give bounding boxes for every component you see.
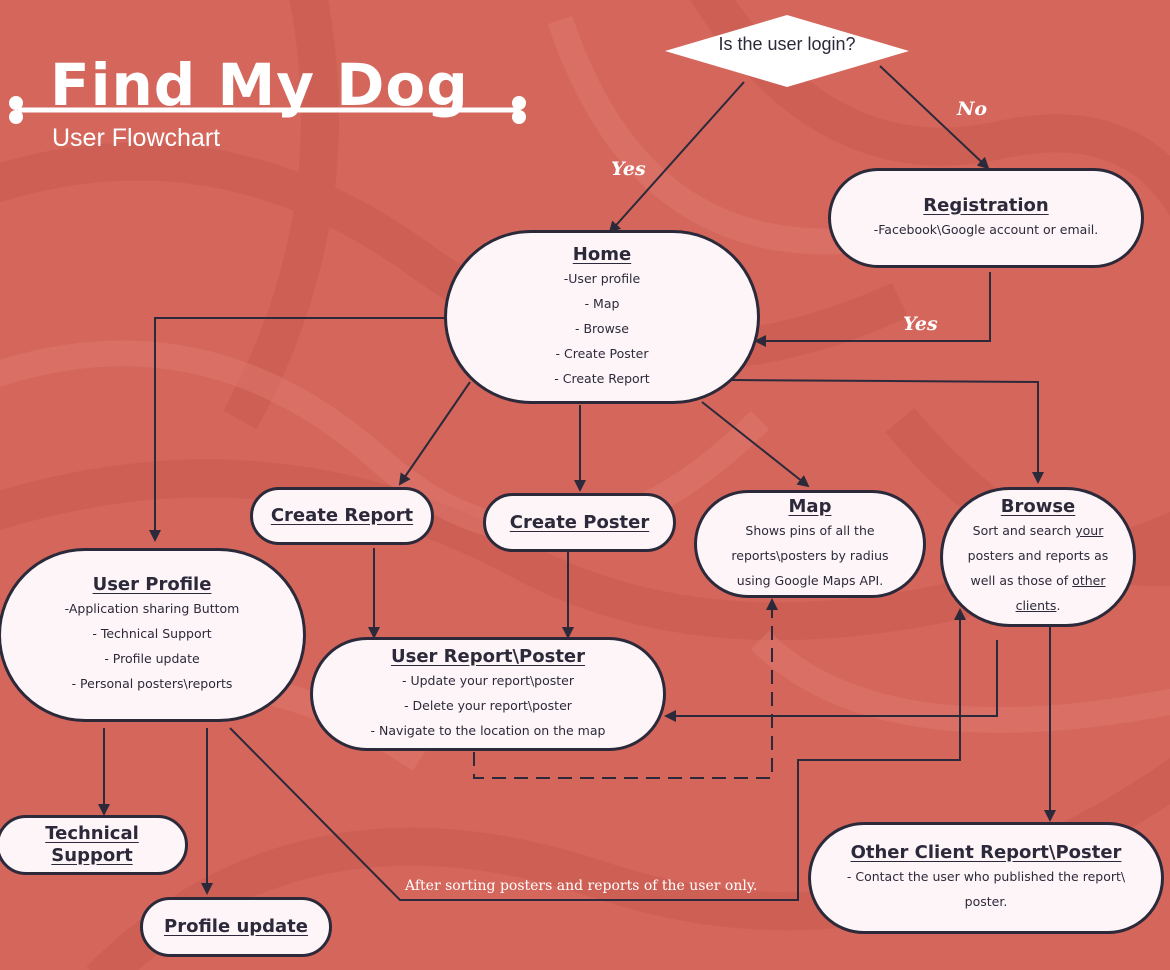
node-other-client-report-poster[interactable]: Other Client Report\Poster - Contact the… bbox=[808, 822, 1164, 934]
browse-title: Browse bbox=[1000, 496, 1076, 517]
other-client-line-1: - Contact the user who published the rep… bbox=[846, 869, 1126, 884]
edge-label-yes-home: Yes bbox=[611, 158, 646, 180]
browse-line-3-text: well as those of bbox=[970, 573, 1073, 588]
other-client-line-2: poster. bbox=[964, 894, 1008, 909]
node-profile-update[interactable]: Profile update bbox=[140, 897, 332, 957]
map-line-2: reports\posters by radius bbox=[731, 547, 889, 563]
create-poster-title: Create Poster bbox=[509, 511, 650, 533]
user-profile-line-4: - Personal posters\reports bbox=[71, 676, 233, 691]
technical-support-title-2: Support bbox=[51, 845, 133, 866]
map-title: Map bbox=[788, 495, 832, 517]
node-home[interactable]: Home -User profile - Map - Browse - Crea… bbox=[444, 230, 760, 404]
edge-label-no-registration: No bbox=[957, 98, 988, 120]
browse-link-other[interactable]: other bbox=[1072, 573, 1106, 588]
note-after-sorting: After sorting posters and reports of the… bbox=[405, 878, 758, 894]
other-client-title: Other Client Report\Poster bbox=[850, 842, 1122, 863]
browse-line-1: Sort and search your bbox=[973, 518, 1104, 543]
browse-line-3: well as those of other bbox=[971, 568, 1106, 593]
node-technical-support[interactable]: Technical Support bbox=[0, 815, 188, 875]
user-report-poster-line-1: - Update your report\poster bbox=[401, 672, 575, 688]
map-line-3: using Google Maps API. bbox=[736, 572, 884, 588]
home-line-map: - Map bbox=[584, 295, 620, 311]
decision-login-question: Is the user login? bbox=[718, 34, 856, 54]
node-registration[interactable]: Registration -Facebook\Google account or… bbox=[828, 168, 1144, 268]
node-create-report[interactable]: Create Report bbox=[250, 487, 434, 545]
user-profile-title: User Profile bbox=[92, 574, 212, 595]
user-report-poster-line-3: - Navigate to the location on the map bbox=[370, 722, 606, 738]
home-title: Home bbox=[572, 243, 632, 265]
user-profile-line-2: - Technical Support bbox=[92, 626, 212, 641]
registration-title: Registration bbox=[923, 194, 1049, 216]
profile-update-title: Profile update bbox=[164, 916, 308, 937]
node-user-profile[interactable]: User Profile -Application sharing Buttom… bbox=[0, 548, 306, 722]
home-line-create-report: - Create Report bbox=[554, 370, 650, 386]
browse-line-4-period: . bbox=[1056, 598, 1061, 613]
user-report-poster-line-2: - Delete your report\poster bbox=[404, 697, 572, 713]
create-report-title: Create Report bbox=[270, 505, 414, 526]
user-profile-line-1: -Application sharing Buttom bbox=[64, 601, 240, 616]
user-profile-line-3: - Profile update bbox=[104, 651, 200, 666]
app-subtitle: User Flowchart bbox=[52, 124, 221, 152]
node-create-poster[interactable]: Create Poster bbox=[483, 493, 676, 552]
browse-line-1-text: Sort and search bbox=[972, 523, 1076, 538]
node-map[interactable]: Map Shows pins of all the reports\poster… bbox=[694, 490, 926, 598]
home-line-user-profile: -User profile bbox=[563, 270, 641, 286]
browse-link-clients[interactable]: clients bbox=[1015, 598, 1057, 613]
home-line-browse: - Browse bbox=[575, 320, 629, 336]
node-user-report-poster[interactable]: User Report\Poster - Update your report\… bbox=[310, 637, 666, 751]
user-report-poster-title: User Report\Poster bbox=[390, 645, 586, 667]
edge-label-yes-registration-home: Yes bbox=[903, 313, 938, 335]
browse-link-your[interactable]: your bbox=[1075, 523, 1104, 538]
map-line-1: Shows pins of all the bbox=[745, 522, 875, 538]
node-browse[interactable]: Browse Sort and search your posters and … bbox=[940, 487, 1136, 627]
registration-line: -Facebook\Google account or email. bbox=[873, 221, 1099, 237]
browse-line-4: clients. bbox=[1016, 593, 1061, 618]
home-line-create-poster: - Create Poster bbox=[555, 345, 649, 361]
browse-line-2: posters and reports as bbox=[967, 548, 1109, 563]
technical-support-title-1: Technical bbox=[45, 823, 139, 844]
app-title: Find My Dog bbox=[50, 51, 469, 119]
